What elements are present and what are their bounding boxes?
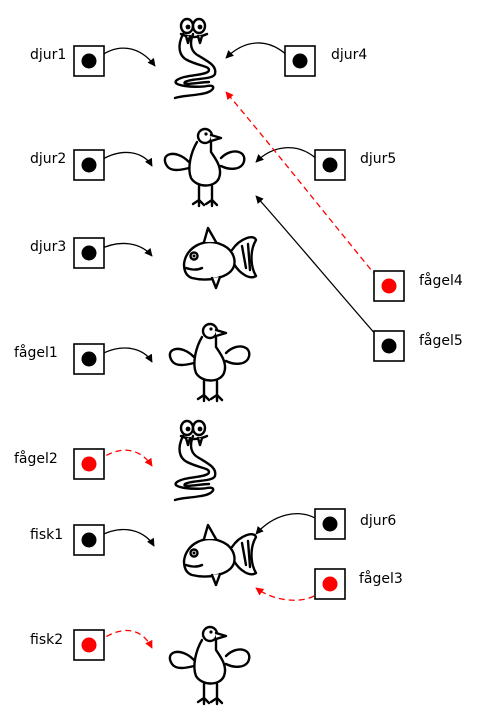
bird3-bird-icon bbox=[168, 625, 251, 706]
variable-fagel4: fågel4 bbox=[373, 270, 463, 302]
djur3-label: djur3 bbox=[30, 239, 66, 255]
arrow-djur6-to-fish2 bbox=[255, 513, 321, 535]
djur6-reference-dot bbox=[322, 516, 338, 532]
variable-djur5: djur5 bbox=[314, 149, 396, 181]
variable-djur1: djur1 bbox=[30, 45, 105, 77]
djur5-label: djur5 bbox=[360, 151, 396, 167]
fisk2-reference-dot bbox=[81, 637, 97, 653]
fagel4-label: fågel4 bbox=[419, 272, 463, 289]
arrow-djur4-to-snake1 bbox=[225, 42, 291, 59]
djur2-reference-dot bbox=[81, 157, 97, 173]
variable-fisk2: fisk2 bbox=[30, 629, 105, 661]
fagel2-label: fågel2 bbox=[14, 450, 58, 467]
snake1-snake-icon bbox=[173, 17, 217, 100]
variable-fagel2: fågel2 bbox=[14, 448, 105, 480]
fagel5-reference-dot bbox=[381, 338, 397, 354]
arrow-djur2-to-bird1 bbox=[97, 151, 153, 167]
fisk1-reference-dot bbox=[81, 532, 97, 548]
arrow-fisk1-to-fish2 bbox=[97, 528, 155, 547]
djur5-reference-dot bbox=[322, 157, 338, 173]
arrow-djur5-to-bird1 bbox=[255, 147, 321, 163]
bird1-bird-icon bbox=[163, 127, 246, 208]
djur1-reference-dot bbox=[81, 53, 97, 69]
djur4-label: djur4 bbox=[331, 47, 367, 63]
fisk1-label: fisk1 bbox=[30, 527, 63, 543]
djur2-label: djur2 bbox=[30, 151, 66, 167]
variable-fagel1: fågel1 bbox=[14, 343, 105, 375]
arrow-fagel2-to-snake2 bbox=[97, 449, 153, 467]
fisk2-label: fisk2 bbox=[30, 632, 63, 648]
fagel2-reference-dot bbox=[81, 456, 97, 472]
variable-fagel5: fågel5 bbox=[373, 330, 463, 362]
variable-djur3: djur3 bbox=[30, 237, 105, 269]
fagel5-label: fågel5 bbox=[419, 332, 463, 349]
bird2-bird-icon bbox=[168, 322, 251, 403]
fagel1-box bbox=[73, 343, 105, 375]
reference-variables: djur1 djur2 djur3 fågel1 fågel2 fisk1 fisk2 dju… bbox=[14, 45, 463, 661]
djur1-label: djur1 bbox=[30, 47, 66, 63]
fagel3-reference-dot bbox=[322, 576, 338, 592]
djur4-box bbox=[284, 45, 316, 77]
arrow-fagel5-to-bird1 bbox=[255, 195, 378, 337]
fagel1-label: fågel1 bbox=[14, 344, 58, 361]
variable-fisk1: fisk1 bbox=[30, 524, 105, 556]
arrow-djur3-to-fish1 bbox=[97, 242, 153, 257]
arrow-fisk2-to-bird3 bbox=[97, 629, 153, 649]
djur3-reference-dot bbox=[81, 245, 97, 261]
fagel4-reference-dot bbox=[381, 278, 397, 294]
djur4-reference-dot bbox=[292, 53, 308, 69]
fish2-fish-icon bbox=[182, 523, 258, 587]
djur6-label: djur6 bbox=[360, 513, 396, 529]
fish1-fish-icon bbox=[182, 226, 258, 290]
snake2-snake-icon bbox=[173, 419, 217, 502]
variable-djur2: djur2 bbox=[30, 149, 105, 181]
fagel3-label: fågel3 bbox=[359, 570, 403, 587]
arrow-fagel1-to-bird2 bbox=[97, 347, 153, 363]
fagel1-reference-dot bbox=[81, 351, 97, 367]
arrow-fagel3-to-fish2 bbox=[255, 587, 323, 601]
variable-djur4: djur4 bbox=[284, 45, 367, 77]
variable-fagel3: fågel3 bbox=[314, 568, 403, 600]
arrow-djur1-to-snake1 bbox=[97, 47, 156, 67]
variable-djur6: djur6 bbox=[314, 508, 396, 540]
animal-objects bbox=[163, 17, 258, 706]
